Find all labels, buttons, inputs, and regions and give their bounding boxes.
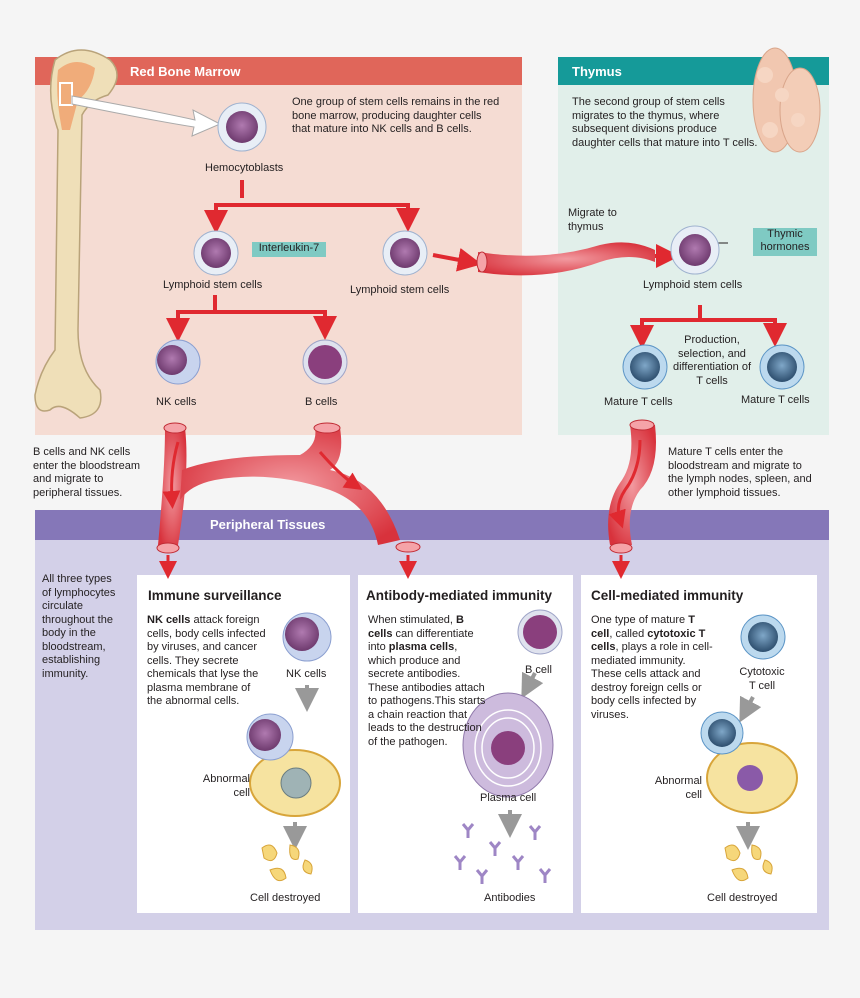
- b-cell-marrow: [302, 339, 348, 385]
- cell-mediated-b1: T cell: [591, 614, 695, 640]
- peripheral-side-text: All three types of lymphocytes circulate…: [42, 573, 116, 680]
- mature-t-cell-left: [622, 344, 668, 390]
- cytotoxic-t-cell-illustration: [740, 614, 786, 660]
- plasma-cell-label: Plasma cell: [480, 792, 537, 804]
- nk-cell-illustration: [282, 612, 332, 662]
- mature-t-cells-right-label: Mature T cells: [741, 394, 810, 406]
- antibody-t1: When stimulated,: [368, 614, 457, 626]
- lymphoid-stem-cell-left: [193, 230, 239, 276]
- migrate-to-thymus-label: Migrate to thymus: [568, 207, 617, 233]
- cell-destroyed-label-right: Cell destroyed: [707, 892, 778, 904]
- thymus-lymphoid-stem-cells-label: Lymphoid stem cells: [643, 279, 743, 291]
- antibody-b1: B cells: [368, 614, 464, 640]
- lymphoid-stem-cells-right-label: Lymphoid stem cells: [350, 284, 450, 296]
- cell-mediated-b2: cytotoxic T cells: [591, 627, 706, 654]
- hemocytoblast-cell: [217, 102, 267, 152]
- antibody-text: When stimulated, B cells can differentia…: [368, 614, 486, 749]
- marrow-description: One group of stem cells remains in the r…: [292, 96, 500, 135]
- immune-surveillance-body: attack foreign cells, body cells infecte…: [147, 614, 266, 707]
- antibodies-illustration: [453, 823, 552, 884]
- plasma-cell-illustration: [462, 692, 554, 798]
- mature-t-cell-right: [759, 344, 805, 390]
- cell-mediated-text: One type of mature T cell, called cytoto…: [591, 614, 713, 722]
- cell-destroyed-label-left: Cell destroyed: [250, 892, 321, 904]
- right-bloodstream-vessel: [608, 419, 656, 554]
- immune-surveillance-text: NK cells attack foreign cells, body cell…: [147, 614, 267, 709]
- destroyed-fragments-left: [261, 844, 313, 882]
- antibody-mediated-title: Antibody-mediated immunity: [366, 588, 553, 603]
- cell-mediated-t3: , plays a role in cell-mediated immunity…: [591, 641, 713, 721]
- nk-cells-bold: NK cells: [147, 614, 191, 626]
- lymphoid-stem-cell-right: [382, 230, 428, 276]
- hemocytoblasts-label: Hemocytoblasts: [205, 162, 284, 174]
- b-cell-label: B cell: [525, 664, 552, 676]
- thymus-description: The second group of stem cells migrates …: [572, 96, 758, 149]
- lymphoid-stem-cells-left-label: Lymphoid stem cells: [163, 279, 263, 291]
- lymphoid-stem-cell-thymus: [670, 225, 720, 275]
- production-selection-label: Production, selection, and differentiati…: [672, 334, 752, 387]
- bloodstream-right-text: Mature T cells enter the bloodstream and…: [668, 446, 812, 499]
- left-bloodstream-vessels: [156, 422, 421, 554]
- abnormal-cell-label-right: Abnormal cell: [654, 775, 702, 801]
- antibody-t3: , which produce and secrete antibodies. …: [368, 641, 486, 748]
- marrow-branch-arrows: [166, 180, 787, 349]
- nk-cells-label: NK cells: [156, 396, 197, 408]
- immune-surveillance-title: Immune surveillance: [148, 588, 282, 603]
- thymus-title: Thymus: [572, 64, 622, 79]
- abnormal-cell-attack-illustration: [246, 713, 341, 817]
- nk-cells-illustration-label: NK cells: [286, 668, 327, 680]
- destroyed-fragments-right: [724, 844, 773, 882]
- cytotoxic-t-cell-label: Cytotoxic T cell: [739, 666, 785, 692]
- b-cell-illustration: [517, 609, 563, 655]
- antibody-b2: plasma cells: [388, 641, 455, 653]
- peripheral-title: Peripheral Tissues: [210, 517, 326, 532]
- mature-t-cells-left-label: Mature T cells: [604, 396, 673, 408]
- antibody-t2: can differentiate into: [368, 627, 474, 654]
- cell-mediated-t1: One type of mature: [591, 614, 689, 626]
- interleukin-7-tag: Interleukin-7: [252, 242, 326, 257]
- thymus-illustration: [752, 47, 821, 153]
- cell-mediated-t2: , called: [609, 627, 648, 640]
- antibodies-label: Antibodies: [484, 892, 536, 904]
- red-marrow-title: Red Bone Marrow: [130, 64, 241, 79]
- femur-bone-illustration: [34, 49, 118, 419]
- bone-to-cell-arrow: [71, 95, 222, 137]
- thymic-hormones-tag: Thymic hormones: [753, 228, 817, 256]
- b-cells-label: B cells: [305, 396, 338, 408]
- thymus-vessel: [478, 242, 655, 276]
- abnormal-cell-t-attack-illustration: [700, 711, 798, 814]
- nk-cell-marrow: [155, 339, 201, 385]
- cell-mediated-title: Cell-mediated immunity: [591, 588, 744, 603]
- bloodstream-left-text: B cells and NK cells enter the bloodstre…: [33, 446, 141, 499]
- abnormal-cell-label-left: Abnormal cell: [202, 773, 250, 799]
- vessel-flow-arrows: [159, 439, 642, 579]
